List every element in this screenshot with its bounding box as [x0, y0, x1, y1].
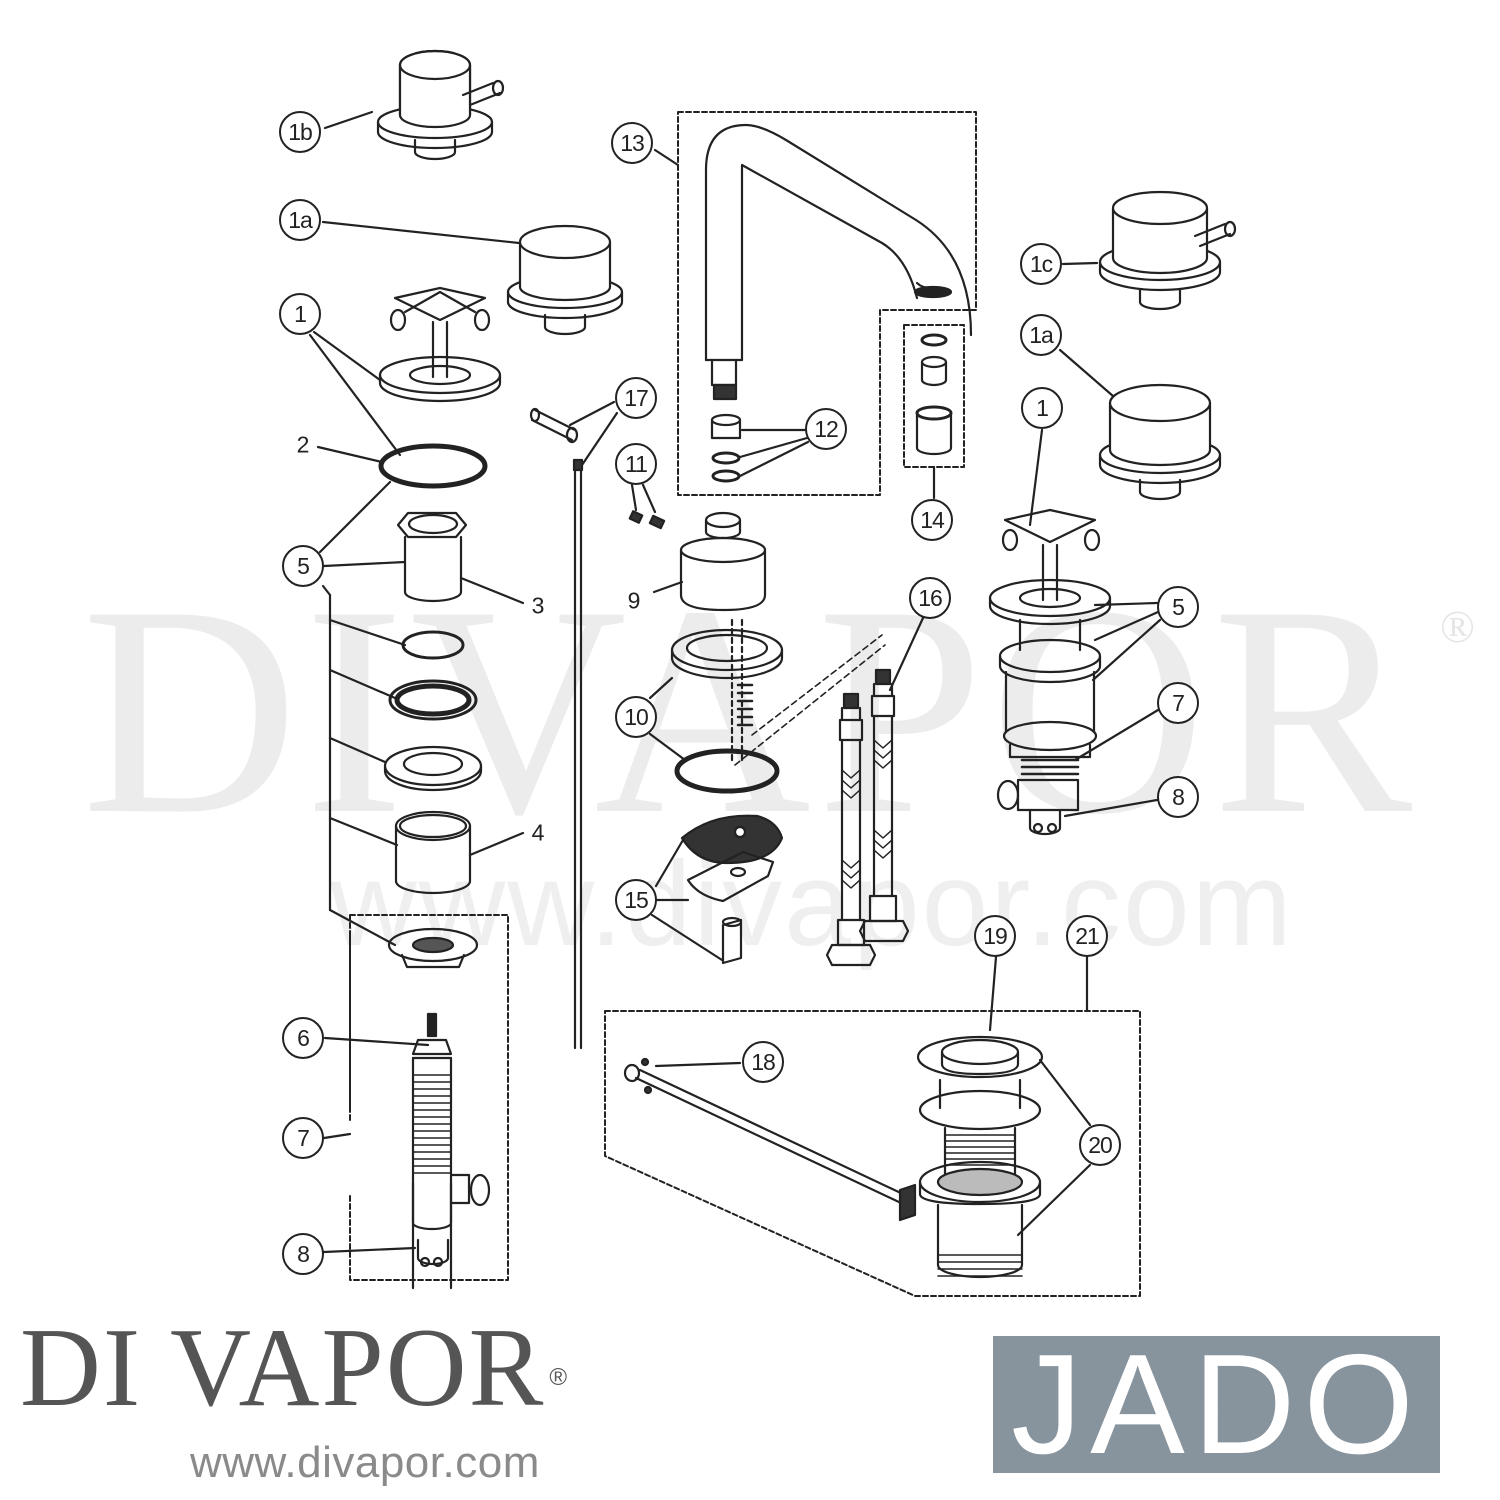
callout-10: 10 [615, 696, 657, 738]
callout-1a-left: 1a [279, 199, 321, 241]
watermark-registered-mark: ® [1440, 601, 1475, 652]
part-12-connector-seals [710, 413, 810, 483]
part-1-cross-handle-left [308, 286, 502, 457]
callout-11: 11 [615, 443, 657, 485]
callout-8-right: 8 [1157, 776, 1199, 818]
callout-18: 18 [742, 1041, 784, 1083]
part-1-cross-handle-right [988, 428, 1112, 626]
part-7-valve-body [322, 1012, 491, 1290]
part-14-aerator [903, 324, 965, 500]
callout-14: 14 [911, 499, 953, 541]
label-4: 4 [531, 819, 545, 846]
part-1a-knob-right [1058, 348, 1222, 501]
part-5-washer-3 [383, 745, 483, 792]
jado-logo: JADO [993, 1325, 1440, 1484]
callout-1-left: 1 [279, 293, 321, 335]
part-16-flexible-hoses [825, 616, 925, 967]
watermark-url: www.divapor.com [330, 837, 1294, 971]
callout-20: 20 [1079, 1124, 1121, 1166]
callout-6: 6 [282, 1017, 324, 1059]
callout-12: 12 [805, 408, 847, 450]
part-4-sleeve [394, 810, 525, 895]
callout-13: 13 [611, 122, 653, 164]
label-3: 3 [531, 592, 545, 619]
label-9: 9 [627, 587, 641, 614]
part-9-spout-base [652, 511, 767, 612]
callout-19: 19 [974, 915, 1016, 957]
part-1b-handle-lever [323, 49, 505, 161]
leader-5-left [321, 584, 407, 947]
part-1a-knob-left [321, 220, 624, 336]
divapor-url: www.divapor.com [190, 1438, 540, 1487]
part-21-waste-assembly [604, 955, 1141, 1297]
callout-8-left: 8 [282, 1233, 324, 1275]
part-3-bushing [322, 511, 525, 605]
callout-15: 15 [615, 879, 657, 921]
callout-5-right: 5 [1157, 586, 1199, 628]
callout-21: 21 [1066, 915, 1108, 957]
registered-mark: ® [549, 1364, 570, 1391]
callout-1b: 1b [279, 111, 321, 153]
callout-1c: 1c [1020, 243, 1062, 285]
part-5-washer-1 [401, 630, 465, 660]
part-11-grub-screws [628, 483, 666, 530]
part-18-pivot-rod [623, 1057, 917, 1222]
part-15-fixing-kit [650, 814, 784, 965]
part-flange-nut [387, 927, 479, 969]
part-1c-handle-lever [1061, 190, 1237, 311]
part-5-washer-2 [388, 679, 478, 721]
part-13-spout [653, 111, 977, 496]
callout-7-left: 7 [282, 1117, 324, 1159]
callout-7-right: 7 [1157, 682, 1199, 724]
callout-16: 16 [909, 577, 951, 619]
part-17-lift-rod [529, 400, 619, 1050]
divapor-logo-text: DI VAPOR [20, 1306, 546, 1430]
callout-1-right: 1 [1021, 387, 1063, 429]
callout-17: 17 [615, 377, 657, 419]
callout-5-left: 5 [282, 545, 324, 587]
label-2: 2 [296, 431, 310, 458]
part-20-waste-body [916, 955, 1092, 1279]
callout-1a-right: 1a [1020, 314, 1062, 356]
divapor-logo: DI VAPOR® [20, 1312, 569, 1424]
part-7-valve-body-right [996, 601, 1162, 836]
jado-logo-text: JADO [1011, 1325, 1422, 1484]
part-10-flange [648, 618, 886, 794]
part-2-o-ring [316, 443, 488, 554]
